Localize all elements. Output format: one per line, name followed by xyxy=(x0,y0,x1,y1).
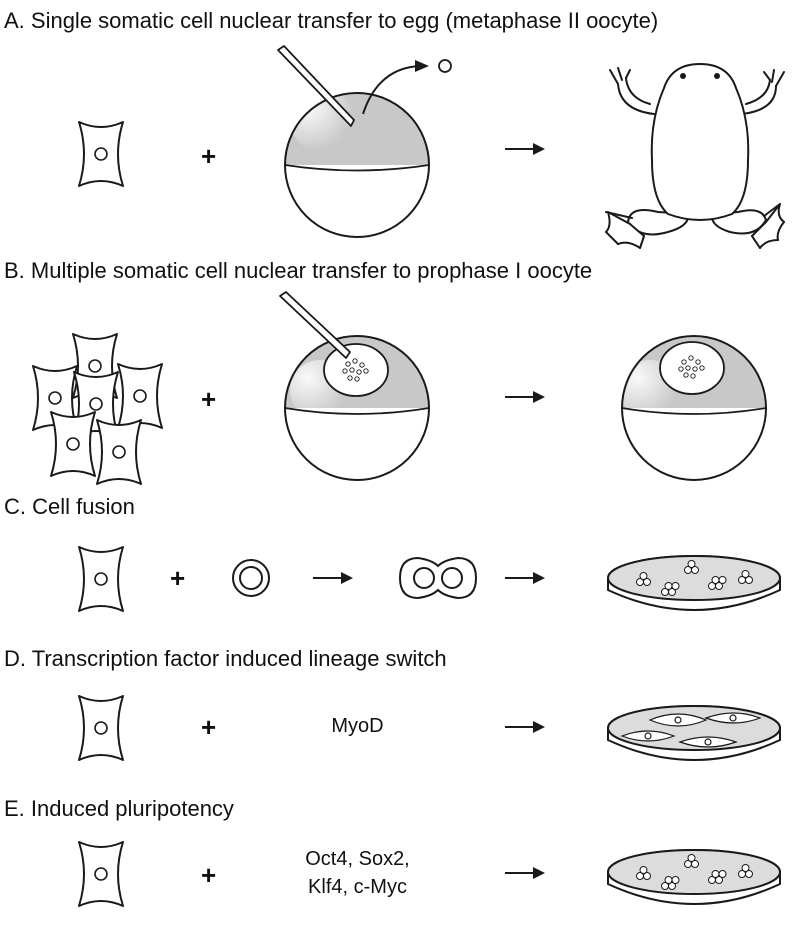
micropipette-b xyxy=(279,291,351,359)
section-a-title: A. Single somatic cell nuclear transfer … xyxy=(4,8,659,33)
culture-dish-muscle-cells xyxy=(607,705,781,761)
factor-label-line2: Klf4, c-Myc xyxy=(308,876,407,898)
nucleus-removal-arrow xyxy=(362,65,421,115)
section-c-title: C. Cell fusion xyxy=(4,494,135,519)
somatic-cell-e xyxy=(78,841,124,907)
section-d-title: D. Transcription factor induced lineage … xyxy=(4,646,447,671)
nucleus-removal-arrowhead xyxy=(415,60,429,72)
fusion-partner-cell xyxy=(232,559,270,597)
section-e-title: E. Induced pluripotency xyxy=(4,796,234,821)
arrow-e xyxy=(504,866,546,880)
culture-dish-ips-colonies xyxy=(607,849,781,905)
arrow-d xyxy=(504,720,546,734)
myod-factor-label: MyoD xyxy=(331,715,384,737)
micropipette-a xyxy=(277,45,355,127)
plus-sign-a: + xyxy=(201,141,217,171)
somatic-cell-d xyxy=(78,695,124,761)
plus-sign-d: + xyxy=(201,712,217,742)
injected-nuclei-b xyxy=(342,358,369,382)
heterokaryon xyxy=(398,556,478,600)
somatic-cell-b5 xyxy=(50,411,96,477)
plus-sign-c: + xyxy=(170,563,186,593)
arrow-b xyxy=(504,390,546,404)
section-b-title: B. Multiple somatic cell nuclear transfe… xyxy=(4,258,593,283)
frog-illustration xyxy=(605,63,785,249)
arrow-a xyxy=(504,142,546,156)
somatic-cell-cluster xyxy=(32,333,163,485)
arrow-c2 xyxy=(504,571,546,585)
factor-label-line1: Oct4, Sox2, xyxy=(305,848,410,870)
somatic-cell-b3 xyxy=(117,363,163,429)
removed-nucleus xyxy=(438,59,452,73)
somatic-cell-c xyxy=(78,546,124,612)
plus-sign-b: + xyxy=(201,384,217,414)
germinal-vesicle-b xyxy=(323,343,389,397)
oocyte-prophase-i-result xyxy=(620,335,767,481)
arrow-c1 xyxy=(312,571,354,585)
culture-dish-colonies-c xyxy=(607,555,781,611)
oocyte-prophase-i xyxy=(284,335,430,481)
oocyte-metaphase-ii xyxy=(284,88,430,238)
somatic-cell-a xyxy=(78,121,124,187)
plus-sign-e: + xyxy=(201,860,217,890)
somatic-cell-b6 xyxy=(96,419,142,485)
